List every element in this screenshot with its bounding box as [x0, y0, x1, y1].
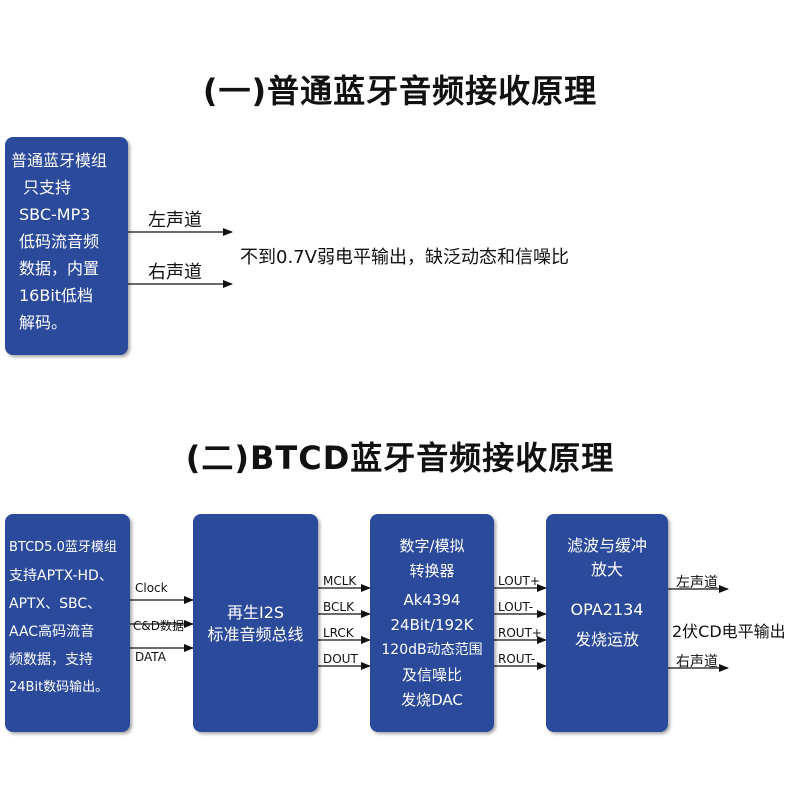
dac-line: 120dB动态范围 [381, 642, 483, 658]
cd-data-label: C&D数据 [133, 619, 184, 633]
module-line: 只支持 [23, 178, 72, 197]
module-line: 24Bit数码输出。 [9, 680, 109, 695]
dac-line: Ak4394 [403, 591, 461, 609]
data-label: DATA [135, 650, 166, 664]
i2s-line: 标准音频总线 [207, 625, 304, 644]
dac-line: 24Bit/192K [390, 616, 474, 634]
standard-bt-module-box: 普通蓝牙模组 只支持 SBC-MP3 低码流音频 数据，内置 16Bit低档 解… [5, 137, 128, 355]
module-line: 数据，内置 [19, 259, 100, 278]
module-line: 解码。 [19, 313, 68, 332]
s2-output-note: 2伏CD电平输出 [672, 622, 786, 641]
s2-left-channel-label: 左声道 [676, 575, 718, 591]
btcd-bt-module-box: BTCD5.0蓝牙模组 支持APTX-HD、 APTX、SBC、 AAC高码流音… [5, 514, 130, 732]
dac-box: 数字/模拟 转换器 Ak4394 24Bit/192K 120dB动态范围 及信… [370, 514, 494, 732]
lout-plus-label: LOUT+ [498, 574, 540, 588]
dac-line: 数字/模拟 [399, 537, 465, 555]
filter-line: 放大 [590, 560, 623, 579]
i2s-line: 再生I2S [226, 603, 285, 622]
module-line: 频数据，支持 [9, 652, 93, 668]
rout-plus-label: ROUT+ [498, 626, 542, 640]
dout-label: DOUT [323, 652, 358, 666]
module-line: 支持APTX-HD、 [9, 568, 113, 584]
bclk-label: BCLK [323, 600, 354, 614]
lrck-label: LRCK [323, 626, 354, 640]
module-line: APTX、SBC、 [9, 596, 102, 612]
filter-line: OPA2134 [570, 600, 644, 619]
mclk-label: MCLK [323, 574, 357, 588]
filter-amp-box: 滤波与缓冲 放大 OPA2134 发烧运放 [546, 514, 668, 732]
dac-line: 及信噪比 [401, 666, 462, 684]
s1-right-channel-label: 右声道 [148, 262, 202, 283]
module-line: 普通蓝牙模组 [11, 151, 108, 170]
clock-label: Clock [135, 581, 168, 595]
i2s-bus-box: 再生I2S 标准音频总线 [193, 514, 318, 732]
dac-line: 发烧DAC [401, 691, 463, 709]
module-line: 16Bit低档 [19, 286, 94, 305]
module-line: AAC高码流音 [9, 624, 95, 640]
module-line: 低码流音频 [19, 232, 100, 251]
filter-line: 滤波与缓冲 [566, 536, 647, 555]
s1-output-note: 不到0.7V弱电平输出，缺泛动态和信噪比 [240, 247, 569, 268]
section1-title: (一)普通蓝牙音频接收原理 [202, 72, 598, 110]
dac-line: 转换器 [409, 562, 455, 580]
rout-minus-label: ROUT- [498, 652, 536, 666]
s2-right-channel-label: 右声道 [676, 654, 718, 670]
module-line: SBC-MP3 [19, 205, 91, 224]
section2-title: (二)BTCD蓝牙音频接收原理 [185, 439, 615, 477]
filter-line: 发烧运放 [574, 630, 639, 649]
module-line: BTCD5.0蓝牙模组 [9, 540, 117, 555]
s1-left-channel-label: 左声道 [148, 210, 202, 231]
lout-minus-label: LOUT- [498, 600, 534, 614]
